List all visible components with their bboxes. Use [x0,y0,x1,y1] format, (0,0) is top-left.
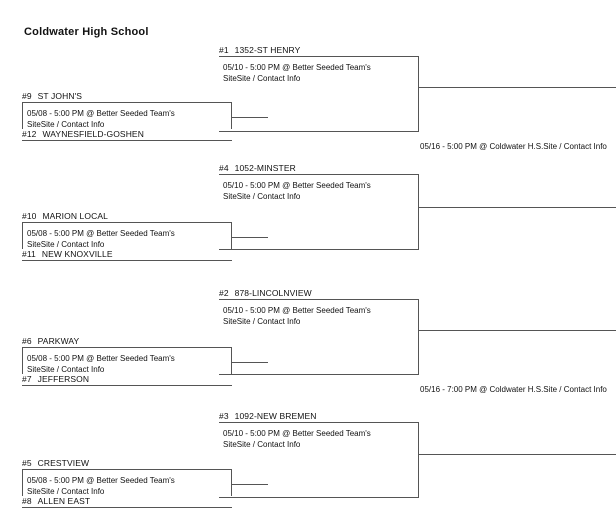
first-round-4-top-seed: #5 [22,458,32,468]
first-round-2-info: 05/08 - 5:00 PM @ Better Seeded Team's S… [27,229,175,249]
quarterfinal-game-4[interactable]: #3 1092-NEW BREMEN 05/10 - 5:00 PM @ Bett… [219,411,419,498]
first-round-2-top-name: MARION LOCAL [42,211,108,221]
first-round-3-top-team: #6 PARKWAY [22,336,232,348]
quarterfinal-2-seed: #4 [219,163,229,173]
quarterfinal-4-seed: #3 [219,411,229,421]
first-round-1-box: 05/08 - 5:00 PM @ Better Seeded Team's S… [22,103,232,129]
first-round-4-top-name: CRESTVIEW [37,458,90,468]
semifinal-bottom-info: 05/16 - 7:00 PM @ Coldwater H.S.Site / C… [420,385,607,394]
semifinal-top-info: 05/16 - 5:00 PM @ Coldwater H.S.Site / C… [420,142,607,151]
first-round-3-info: 05/08 - 5:00 PM @ Better Seeded Team's S… [27,354,175,374]
first-round-game-2[interactable]: #10 MARION LOCAL 05/08 - 5:00 PM @ Better… [22,211,232,261]
first-round-1-info: 05/08 - 5:00 PM @ Better Seeded Team's S… [27,109,175,129]
first-round-2-box: 05/08 - 5:00 PM @ Better Seeded Team's S… [22,223,232,249]
first-round-3-bottom-name: JEFFERSON [37,374,90,384]
feeder-r1-g3-to-qf3 [232,362,268,363]
quarterfinal-game-2[interactable]: #4 1052-MINSTER 05/10 - 5:00 PM @ Better … [219,163,419,250]
page-title: Coldwater High School [24,26,149,38]
feeder-r1-g2-to-qf2 [232,237,268,238]
first-round-2-bottom-seed: #11 [22,249,36,259]
first-round-4-top-team: #5 CRESTVIEW [22,458,232,470]
quarterfinal-1-seed: #1 [219,45,229,55]
quarterfinal-1-box: 05/10 - 5:00 PM @ Better Seeded Team's S… [219,57,419,131]
final-bottom-line [419,454,616,455]
quarterfinal-1-info: 05/10 - 5:00 PM @ Better Seeded Team's S… [223,63,371,83]
quarterfinal-1-bottom-rule [219,131,419,132]
first-round-1-top-team: #9 ST JOHN'S [22,91,232,103]
quarterfinal-3-info: 05/10 - 5:00 PM @ Better Seeded Team's S… [223,306,371,326]
first-round-1-top-name: ST JOHN'S [37,91,83,101]
quarterfinal-3-bottom-rule [219,374,419,375]
first-round-3-bottom-seed: #7 [22,374,32,384]
first-round-game-3[interactable]: #6 PARKWAY 05/08 - 5:00 PM @ Better Seede… [22,336,232,386]
first-round-game-4[interactable]: #5 CRESTVIEW 05/08 - 5:00 PM @ Better See… [22,458,232,508]
first-round-3-bottom-team: #7 JEFFERSON [22,374,232,386]
first-round-2-bottom-team: #11 NEW KNOXVILLE [22,249,232,261]
first-round-4-box: 05/08 - 5:00 PM @ Better Seeded Team's S… [22,470,232,496]
final-top-line [419,207,616,208]
first-round-4-bottom-team: #8 ALLEN EAST [22,496,232,508]
quarterfinal-3-team: #2 878-LINCOLNVIEW [219,288,419,300]
first-round-3-top-seed: #6 [22,336,32,346]
quarterfinal-4-bottom-rule [219,497,419,498]
quarterfinal-2-name: 1052-MINSTER [234,163,296,173]
first-round-1-bottom-name: WAYNESFIELD-GOSHEN [42,129,144,139]
quarterfinal-game-3[interactable]: #2 878-LINCOLNVIEW 05/10 - 5:00 PM @ Bett… [219,288,419,375]
quarterfinal-4-info: 05/10 - 5:00 PM @ Better Seeded Team's S… [223,429,371,449]
quarterfinal-4-team: #3 1092-NEW BREMEN [219,411,419,423]
first-round-4-info: 05/08 - 5:00 PM @ Better Seeded Team's S… [27,476,175,496]
quarterfinal-4-box: 05/10 - 5:00 PM @ Better Seeded Team's S… [219,423,419,497]
first-round-game-1[interactable]: #9 ST JOHN'S 05/08 - 5:00 PM @ Better See… [22,91,232,141]
quarterfinal-1-name: 1352-ST HENRY [234,45,301,55]
quarterfinal-3-seed: #2 [219,288,229,298]
first-round-1-bottom-seed: #12 [22,129,37,139]
first-round-2-bottom-name: NEW KNOXVILLE [41,249,113,259]
first-round-2-top-seed: #10 [22,211,37,221]
quarterfinal-1-team: #1 1352-ST HENRY [219,45,419,57]
semifinal-top-line [419,87,616,88]
first-round-1-bottom-team: #12 WAYNESFIELD-GOSHEN [22,129,232,141]
first-round-4-bottom-name: ALLEN EAST [37,496,91,506]
quarterfinal-game-1[interactable]: #1 1352-ST HENRY 05/10 - 5:00 PM @ Better… [219,45,419,132]
first-round-3-box: 05/08 - 5:00 PM @ Better Seeded Team's S… [22,348,232,374]
first-round-1-top-seed: #9 [22,91,32,101]
first-round-3-top-name: PARKWAY [37,336,80,346]
quarterfinal-2-bottom-rule [219,249,419,250]
quarterfinal-2-info: 05/10 - 5:00 PM @ Better Seeded Team's S… [223,181,371,201]
semifinal-bottom-line [419,330,616,331]
quarterfinal-4-name: 1092-NEW BREMEN [234,411,317,421]
first-round-4-bottom-seed: #8 [22,496,32,506]
feeder-r1-g1-to-qf1 [232,117,268,118]
quarterfinal-2-team: #4 1052-MINSTER [219,163,419,175]
quarterfinal-2-box: 05/10 - 5:00 PM @ Better Seeded Team's S… [219,175,419,249]
feeder-r1-g4-to-qf4 [232,484,268,485]
quarterfinal-3-box: 05/10 - 5:00 PM @ Better Seeded Team's S… [219,300,419,374]
first-round-2-top-team: #10 MARION LOCAL [22,211,232,223]
quarterfinal-3-name: 878-LINCOLNVIEW [234,288,312,298]
